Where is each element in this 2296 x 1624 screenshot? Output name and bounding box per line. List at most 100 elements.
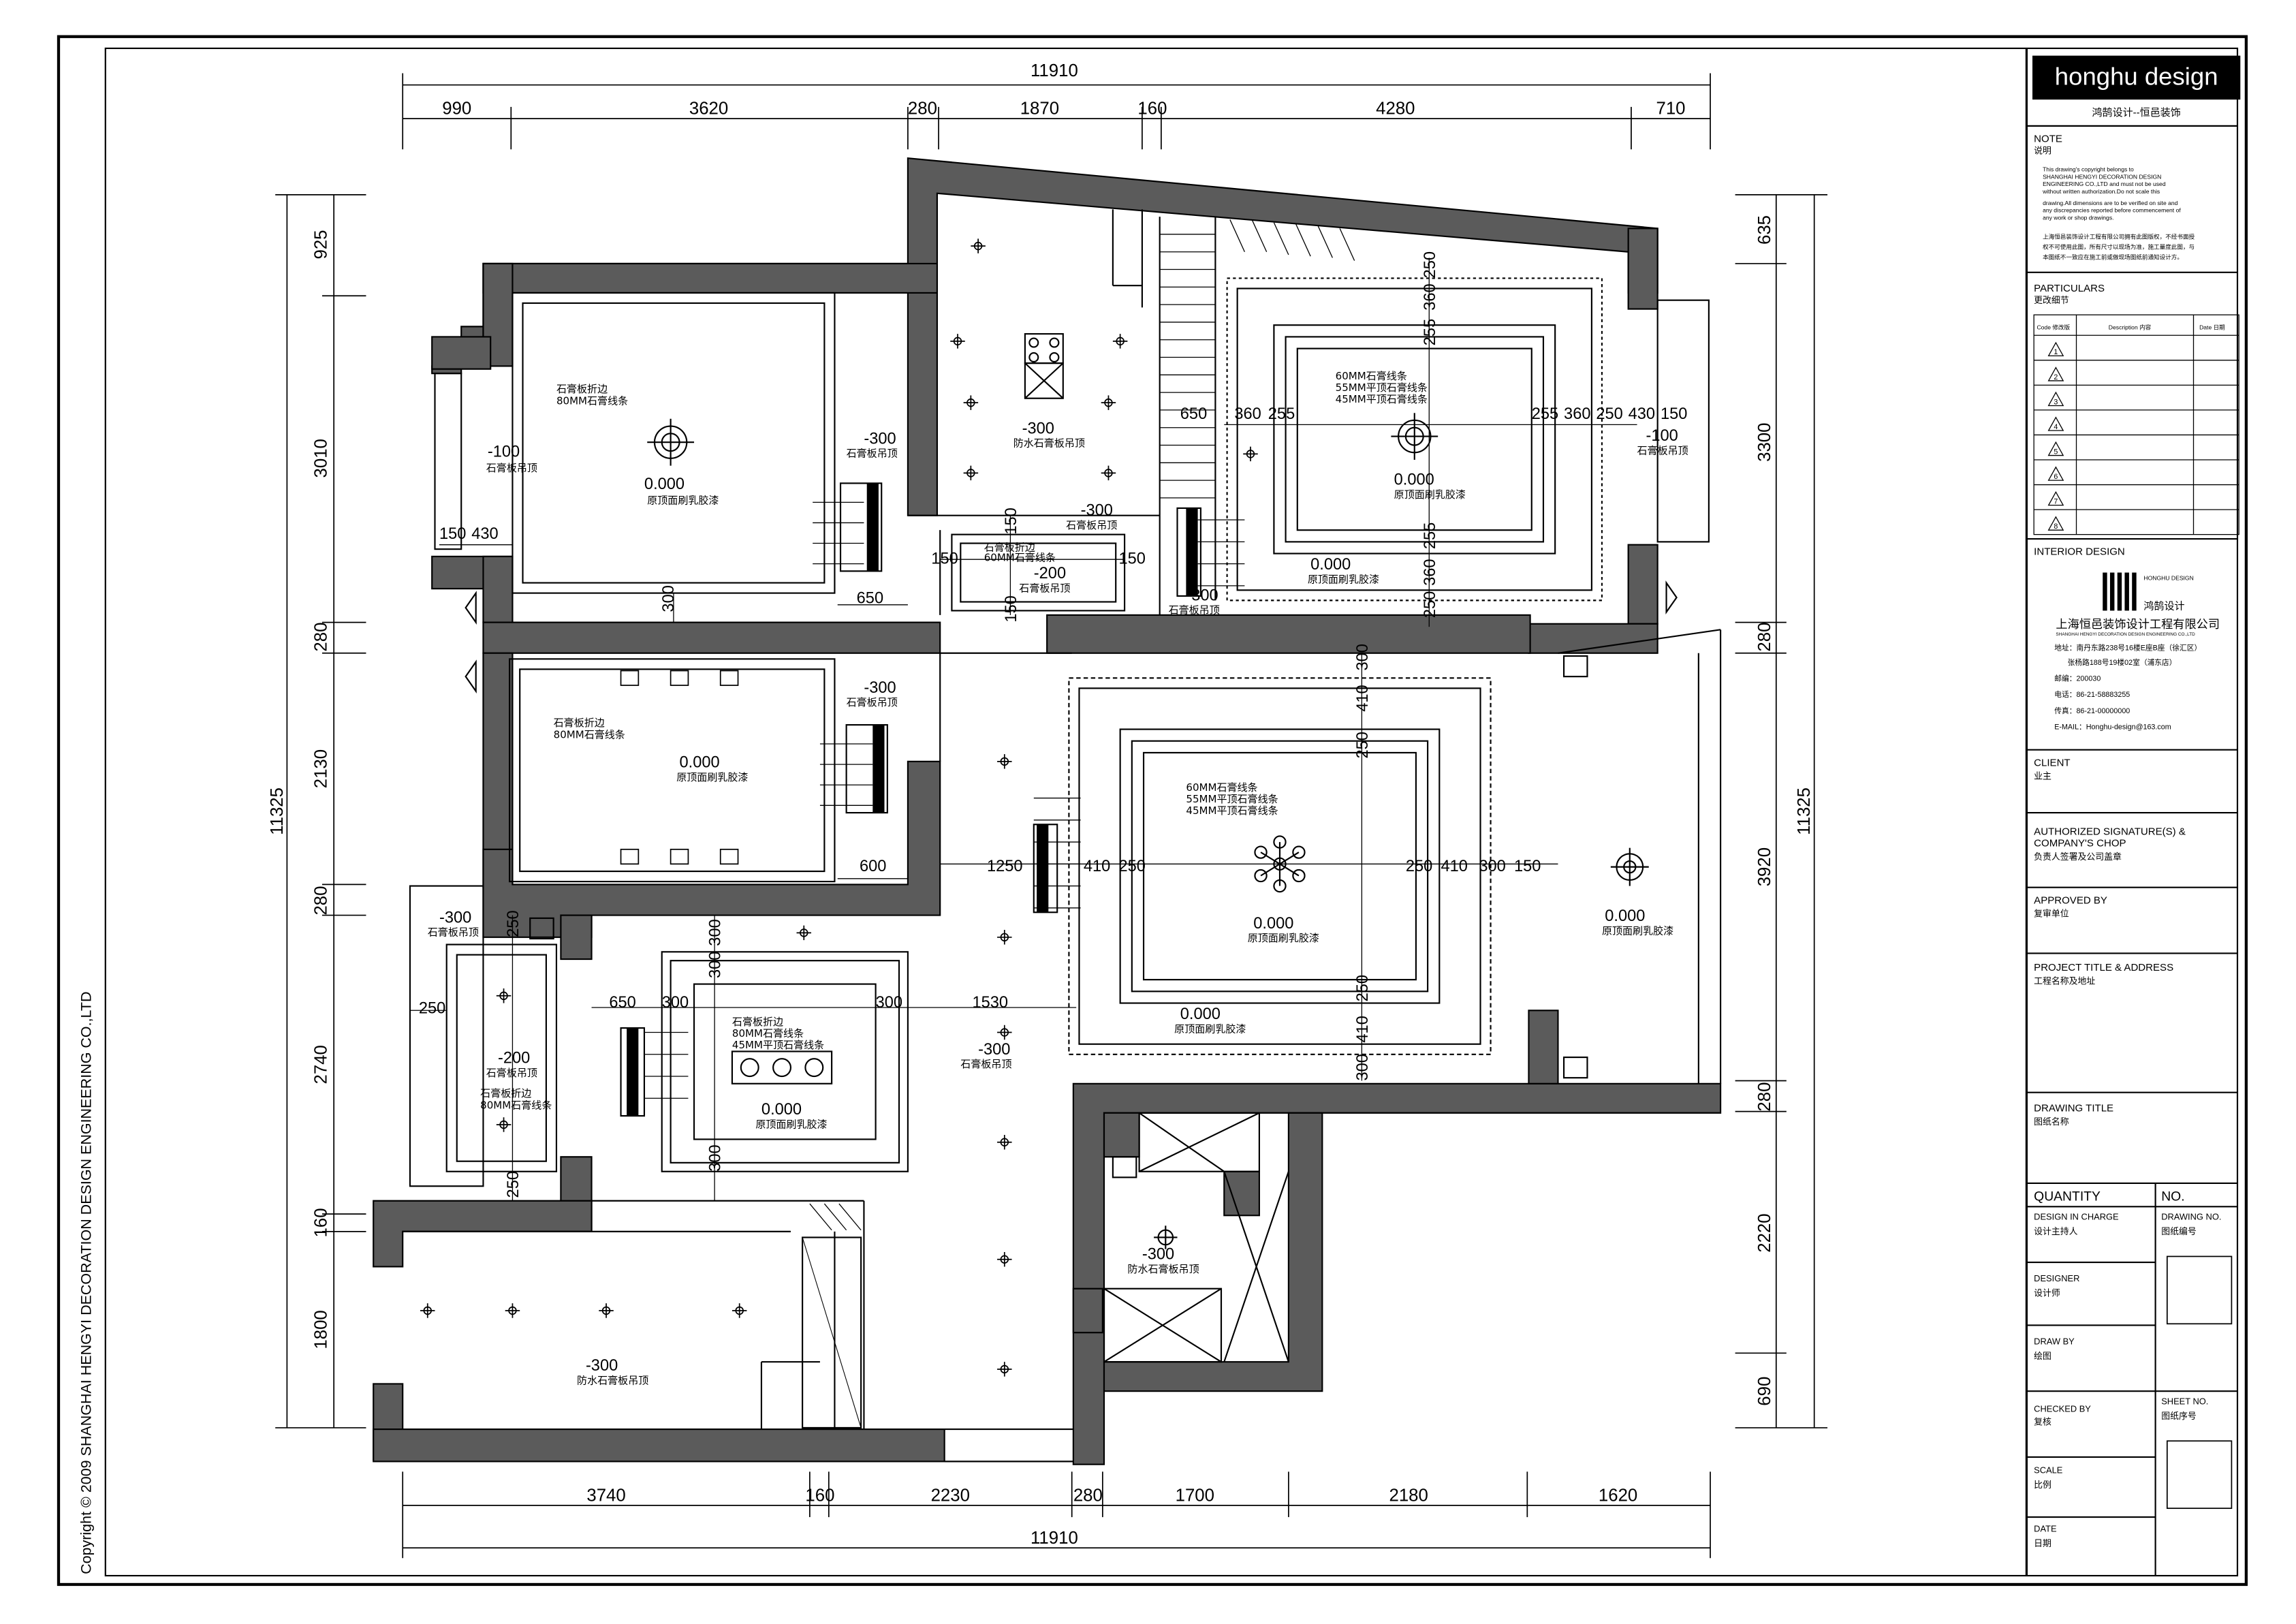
auth-label-2: COMPANY'S CHOP: [2034, 838, 2126, 849]
project-label: PROJECT TITLE & ADDRESS: [2034, 962, 2173, 973]
drawing-title-cn: 图纸名称: [2034, 1116, 2069, 1127]
vent-5: [1186, 507, 1198, 596]
svg-text:300: 300: [1354, 644, 1372, 670]
top-dim-6: 4280: [1376, 99, 1415, 119]
company-contact: 地址：南丹东路238号16楼E座B座（徐汇区） 张杨路188号19楼02室（浦东…: [2054, 643, 2201, 731]
right-room-paint: 原顶面刷乳胶漆: [1602, 924, 1673, 937]
left-dim-7: 160: [311, 1208, 330, 1237]
auth-cn: 负责人签署及公司盖章: [2034, 852, 2122, 862]
left-dim-6: 2740: [311, 1045, 330, 1084]
dining-elev-0-b: 0.000: [1180, 1005, 1221, 1023]
outer-border: [57, 35, 2248, 1587]
downlights: [420, 238, 1258, 1377]
wall-tl-left-stub: [431, 336, 492, 370]
left-dim-3: 280: [311, 623, 330, 652]
svg-text:1530: 1530: [973, 994, 1009, 1012]
dining-paint: 原顶面刷乳胶漆: [1248, 932, 1319, 944]
bottom-dim-1: 3740: [586, 1486, 625, 1505]
wall-corridor-left: [482, 621, 941, 654]
lm-paint: 原顶面刷乳胶漆: [755, 1118, 827, 1130]
ceiling-ll-inner: [456, 954, 547, 1162]
checked-by: CHECKED BY: [2034, 1403, 2091, 1414]
bottom-dim-7: 1620: [1599, 1486, 1637, 1505]
svg-text:权不可使用此图，所有尺寸以现场为准，施工量度此图，与: 权不可使用此图，所有尺寸以现场为准，施工量度此图，与: [2043, 243, 2195, 250]
right-dimensions: [1735, 194, 1828, 1428]
ml-elev: -300: [864, 679, 896, 697]
svg-text:300: 300: [662, 994, 689, 1012]
interior-design: INTERIOR DESIGN: [2034, 546, 2125, 558]
ceiling-tl-inner: [522, 302, 825, 584]
bottom-dim-6: 2180: [1389, 1486, 1428, 1505]
left-segment-dims: 925 3010 280 2130 280 2740 160 1800: [311, 230, 330, 1349]
svg-text:250: 250: [1421, 591, 1439, 618]
ceiling-lm-2: [693, 983, 877, 1140]
svg-text:600: 600: [860, 858, 886, 875]
scale-cn: 比例: [2034, 1480, 2051, 1490]
airflow-arrows: [644, 501, 1245, 1099]
designer-cn: 设计师: [2034, 1287, 2060, 1298]
svg-text:650: 650: [1180, 405, 1207, 423]
vent-4: [627, 1028, 639, 1116]
svg-text:300: 300: [660, 585, 678, 612]
company-name-cn: 上海恒邑装饰设计工程有限公司: [2056, 617, 2220, 631]
left-dim-4: 2130: [311, 749, 330, 788]
sheet-no-box: [2166, 1440, 2233, 1510]
track-lights: [620, 670, 739, 865]
left-dim-2: 3010: [311, 439, 330, 478]
dining-moulding-60: 60MM石膏线条: [1186, 781, 1257, 794]
date: DATE: [2034, 1524, 2057, 1534]
tl-moulding-label: 80MM石膏线条: [556, 394, 628, 407]
revision-triangles: [2047, 341, 2064, 531]
designer: DESIGNER: [2034, 1273, 2079, 1283]
wall-bath-left: [1072, 1287, 1103, 1334]
balcony-elev: -100: [1646, 427, 1678, 445]
wall-ll-vertical: [560, 914, 593, 961]
bottom-total-dim: 11910: [1031, 1529, 1078, 1548]
ceiling-tr-2: [1273, 324, 1556, 555]
svg-text:drawing.All dimensions are to: drawing.All dimensions are to be verifie…: [2043, 200, 2178, 206]
corridor-fold: 石膏板折边: [984, 541, 1035, 553]
tr-elev-0-b: 0.000: [1310, 556, 1351, 574]
bottom-dim-3: 2230: [931, 1486, 970, 1505]
svg-text:255: 255: [1421, 319, 1439, 345]
partitions: [403, 209, 1722, 1463]
lm-elev-0: 0.000: [761, 1101, 802, 1119]
wall-ml-left: [482, 652, 514, 888]
pendant-light-right: [1610, 847, 1649, 886]
svg-text:250: 250: [505, 910, 522, 937]
corridor-moulding: 60MM石膏线条: [984, 551, 1056, 563]
client-label: CLIENT: [2034, 757, 2070, 768]
approved-label: APPROVED BY: [2034, 894, 2107, 906]
svg-text:any discrepancies reported bef: any discrepancies reported before commen…: [2043, 207, 2181, 214]
tl-elev-m100: -100: [488, 443, 520, 461]
top-dim-7: 710: [1656, 99, 1685, 119]
svg-text:Date 日期: Date 日期: [2199, 324, 2225, 331]
company-logo-cn: 鸿鹄设计: [2143, 600, 2184, 612]
ml-ceiling: 石膏板吊顶: [847, 696, 898, 708]
svg-text:邮编：200030: 邮编：200030: [2054, 674, 2101, 683]
ceiling-dining-3: [1131, 740, 1429, 993]
svg-text:6: 6: [2054, 473, 2058, 481]
bottom-segment-dims: 3740 160 2230 280 1700 2180 1620: [586, 1486, 1637, 1505]
drawing-title-label: DRAWING TITLE: [2034, 1103, 2113, 1114]
svg-text:电话：86-21-58883255: 电话：86-21-58883255: [2054, 690, 2130, 699]
tl-fold-label: 石膏板折边: [556, 383, 608, 395]
stair-elev: -300: [1186, 587, 1218, 604]
svg-text:250: 250: [419, 1000, 445, 1018]
kitchen-fixture-2: [1024, 362, 1064, 399]
dining-moulding-45: 45MM平顶石膏线条: [1186, 805, 1278, 817]
ceiling-lights: [647, 337, 1649, 1249]
right-segment-dims: 635 3300 280 3920 280 2220 690: [1755, 215, 1774, 1406]
ceiling-ll-outer: [445, 943, 558, 1172]
kitchen-light-cluster: [1028, 337, 1060, 363]
dining-moulding-55: 55MM平顶石膏线条: [1186, 793, 1278, 805]
inner-border: [104, 47, 2239, 1577]
wall-right-upper: [1627, 544, 1658, 625]
vent-frames: [620, 482, 1201, 1117]
scale: SCALE: [2034, 1465, 2063, 1475]
top-dim-4: 1870: [1020, 99, 1059, 119]
balcony-ceiling: 石膏板吊顶: [1637, 444, 1688, 456]
top-dim-5: 160: [1137, 99, 1167, 119]
svg-text:300: 300: [1479, 858, 1505, 875]
